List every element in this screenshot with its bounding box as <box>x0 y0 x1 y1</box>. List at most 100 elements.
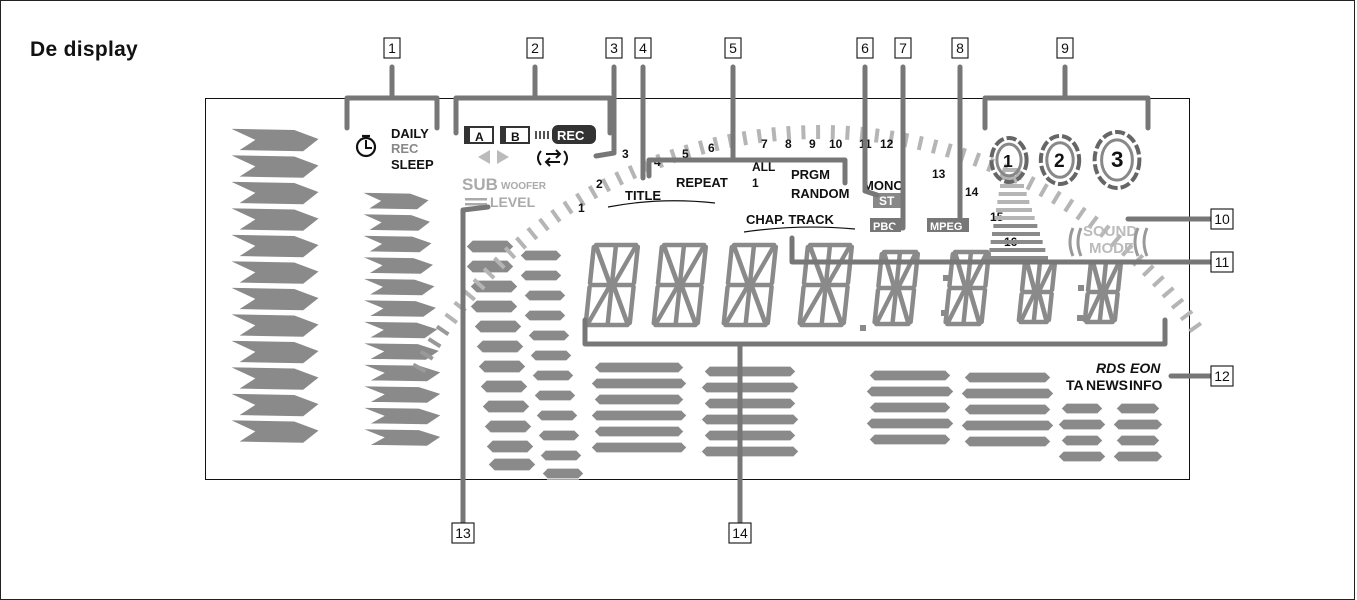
spectrum-segment <box>964 404 1051 415</box>
spectrum-segment <box>360 235 433 253</box>
callout-leader <box>347 98 437 128</box>
spectrum-segment <box>228 234 320 258</box>
spectrum-segment <box>538 430 580 441</box>
level-meter-bar <box>993 224 1037 228</box>
eon-indicator: EON <box>1130 360 1161 376</box>
spectrum-segment <box>360 192 430 210</box>
spectrum-segment <box>1116 403 1160 414</box>
level-meter-tick <box>947 144 951 157</box>
level-meter-tick <box>1143 266 1153 276</box>
spectrum-segment <box>964 436 1051 447</box>
spectrum-segment <box>1061 435 1103 446</box>
callout-leader <box>985 98 1148 128</box>
spectrum-segment <box>228 208 320 232</box>
spectrum-segment <box>869 402 951 413</box>
spectrum-segment <box>360 214 432 232</box>
level-meter-tick <box>714 137 717 151</box>
level-meter-tick <box>919 136 922 150</box>
level-meter-tick <box>552 210 560 221</box>
level-label: LEVEL <box>490 194 536 210</box>
level-number: 3 <box>622 147 629 161</box>
sound-mode-bracket <box>1070 228 1073 256</box>
callout-number: 1 <box>388 40 396 56</box>
callout-number: 12 <box>1214 368 1230 384</box>
callout-12: 12 <box>1211 366 1233 386</box>
rec-badge-label: REC <box>557 128 585 143</box>
level-meter-tick <box>446 314 457 322</box>
level-meter-tick <box>700 141 704 155</box>
spectrum-segment <box>1113 419 1163 430</box>
spectrum-segment <box>360 364 442 382</box>
spectrum-segment <box>524 290 566 301</box>
spectrum-segment <box>534 390 576 401</box>
level-meter-bar <box>997 200 1029 204</box>
callout-number: 8 <box>956 40 964 56</box>
spectrum-segment <box>486 440 534 453</box>
stereo-indicator: ST <box>879 194 895 208</box>
rds-indicator: RDS <box>1096 360 1126 376</box>
spectrum-segment <box>474 320 522 333</box>
woofer-label: WOOFER <box>501 181 547 192</box>
level-meter-tick <box>1065 200 1073 212</box>
rds-indicator-group: RDS EON TA NEWS INFO <box>1066 360 1163 393</box>
spectrum-segment <box>532 370 574 381</box>
spectrum-segment <box>228 181 320 205</box>
tape-indicator-group: A B REC <box>464 125 596 166</box>
callout-number: 5 <box>729 40 737 56</box>
spectrum-segment <box>360 321 439 339</box>
spectrum-segment <box>1058 419 1106 430</box>
callout-number: 4 <box>639 40 647 56</box>
sound-mode-bracket <box>1078 228 1081 256</box>
segment-dot <box>943 275 949 281</box>
callout-number: 2 <box>531 40 539 56</box>
level-meter-tick <box>847 126 848 140</box>
repeat-one-indicator: 1 <box>752 176 759 190</box>
segment-dot <box>1078 285 1084 291</box>
level-meter-tick <box>603 179 610 191</box>
segment-character <box>1085 262 1121 322</box>
callout-number: 14 <box>732 525 748 541</box>
sound-mode-bracket <box>1135 228 1138 256</box>
spectrum-segment <box>488 458 536 471</box>
segment-character <box>800 245 852 325</box>
sound-mode-bracket <box>1144 228 1147 256</box>
mode-label: MODE <box>1089 240 1134 257</box>
spectrum-segment <box>228 128 320 152</box>
level-meter-tick <box>528 228 537 239</box>
callout-10: 10 <box>1211 209 1233 229</box>
segment-dot <box>860 325 866 331</box>
tape-dots-icon <box>535 131 549 139</box>
segment-dot <box>1077 315 1083 321</box>
level-number: 6 <box>708 141 715 155</box>
spectrum-segment <box>869 434 951 445</box>
level-meter-tick <box>773 127 774 141</box>
spectrum-segment <box>482 400 530 413</box>
segment-character <box>724 245 776 325</box>
spectrum-segment <box>591 378 687 389</box>
callout-4: 4 <box>635 38 651 58</box>
level-meter-tick <box>876 129 878 143</box>
spectrum-segment <box>540 450 582 461</box>
level-meter-tick <box>464 291 475 300</box>
level-number: 12 <box>880 137 894 151</box>
sound-mode-number: 1 <box>1003 151 1013 171</box>
callout-13: 13 <box>452 523 474 543</box>
callout-6: 6 <box>857 38 873 58</box>
spectrum-segment <box>528 330 570 341</box>
spectrum-segment <box>866 386 954 397</box>
spectrum-segment <box>1116 435 1160 446</box>
mpeg-indicator: MPEG <box>930 221 962 233</box>
level-meter-bar <box>992 232 1040 236</box>
spectrum-segment <box>594 362 684 373</box>
spectrum-segment <box>360 278 436 296</box>
level-meter-tick <box>516 238 525 249</box>
spectrum-segment <box>228 393 320 417</box>
level-meter-tick <box>974 153 979 166</box>
spectrum-segment <box>228 261 320 285</box>
callout-leader <box>865 67 877 195</box>
level-meter-tick <box>1077 208 1085 220</box>
deck-a-badge: A <box>475 130 484 144</box>
spectrum-segment <box>536 410 578 421</box>
level-number: 2 <box>596 177 603 191</box>
random-indicator: RANDOM <box>791 186 850 201</box>
